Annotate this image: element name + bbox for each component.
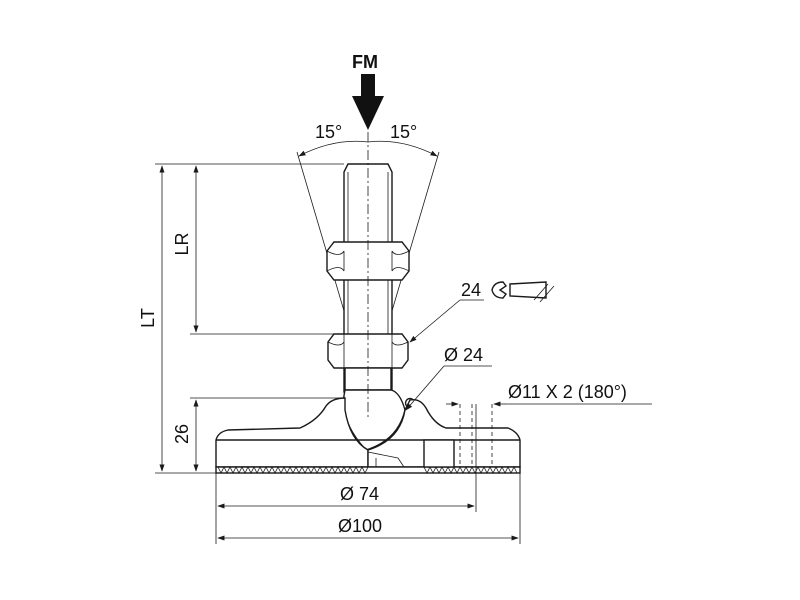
wrench-leader (409, 299, 484, 343)
base-plate (215, 397, 521, 474)
dim-lt (155, 163, 344, 474)
ball-leader (405, 365, 492, 411)
dim-lt-label: LT (138, 308, 158, 328)
force-label: FM (352, 52, 378, 72)
ball-dia-label: Ø 24 (444, 345, 483, 365)
dim-26-label: 26 (172, 424, 192, 444)
dim-100-label: Ø100 (338, 516, 382, 536)
force-arrow (352, 74, 384, 130)
wrench-size-label: 24 (461, 280, 481, 300)
angle-right-label: 15° (390, 122, 417, 142)
dim-74 (217, 404, 477, 512)
angle-left-label: 15° (315, 122, 342, 142)
dim-100 (215, 473, 521, 544)
wrench-icon (491, 281, 555, 303)
dim-26 (190, 397, 345, 472)
dim-74-label: Ø 74 (340, 484, 379, 504)
dim-lr-label: LR (172, 232, 192, 255)
holes-label: Ø11 X 2 (180°) (508, 382, 627, 402)
dim-lr (190, 165, 334, 335)
